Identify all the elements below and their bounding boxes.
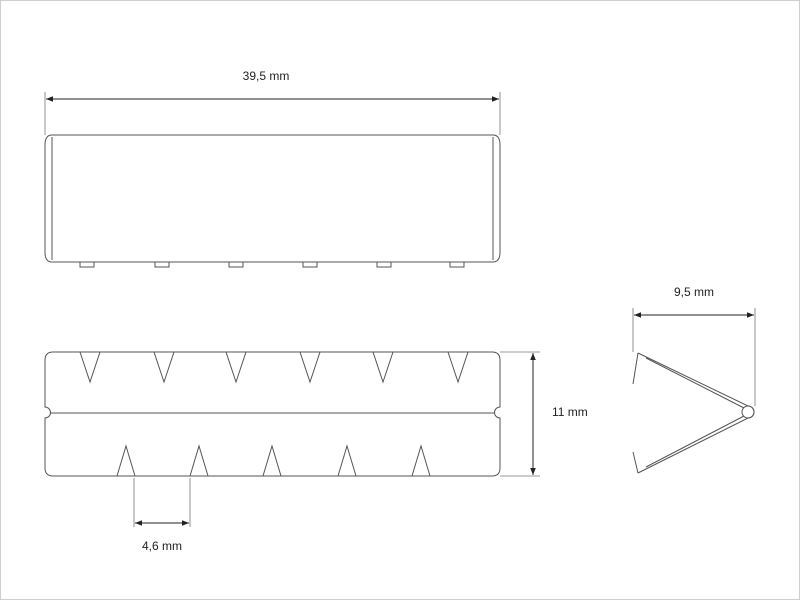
- dimension-pitch: 4,6 mm: [133, 478, 191, 553]
- tooth-down: [372, 351, 394, 384]
- dimension-length: 39,5 mm: [44, 69, 501, 135]
- tooth-down: [299, 351, 321, 384]
- tooth-up: [262, 444, 282, 477]
- tooth-up: [337, 444, 357, 477]
- upper-teeth: [79, 351, 469, 384]
- tab-notch: [449, 262, 465, 268]
- tooth-up: [189, 444, 209, 477]
- lower-teeth: [116, 444, 431, 477]
- tooth-down: [79, 351, 101, 384]
- tooth-down: [225, 351, 247, 384]
- side-profile-view: [632, 352, 755, 474]
- dimension-height: 11 mm: [500, 351, 588, 477]
- dimension-pitch-label: 4,6 mm: [142, 539, 182, 553]
- dimension-profile-width-label: 9,5 mm: [674, 285, 714, 299]
- tab-notch: [79, 262, 95, 268]
- tooth-down: [153, 351, 175, 384]
- tooth-up: [411, 444, 431, 477]
- tab-notch: [302, 262, 318, 268]
- tooth-down: [447, 351, 469, 384]
- dimension-profile-width: 9,5 mm: [632, 285, 756, 406]
- top-view-tabs: [79, 262, 465, 268]
- dimension-length-label: 39,5 mm: [243, 69, 290, 83]
- tab-notch: [376, 262, 392, 268]
- tab-notch: [154, 262, 170, 268]
- front-view: [44, 351, 501, 477]
- tooth-up: [116, 444, 136, 477]
- top-view: [44, 134, 501, 268]
- dimension-height-label: 11 mm: [552, 405, 588, 419]
- tab-notch: [228, 262, 244, 268]
